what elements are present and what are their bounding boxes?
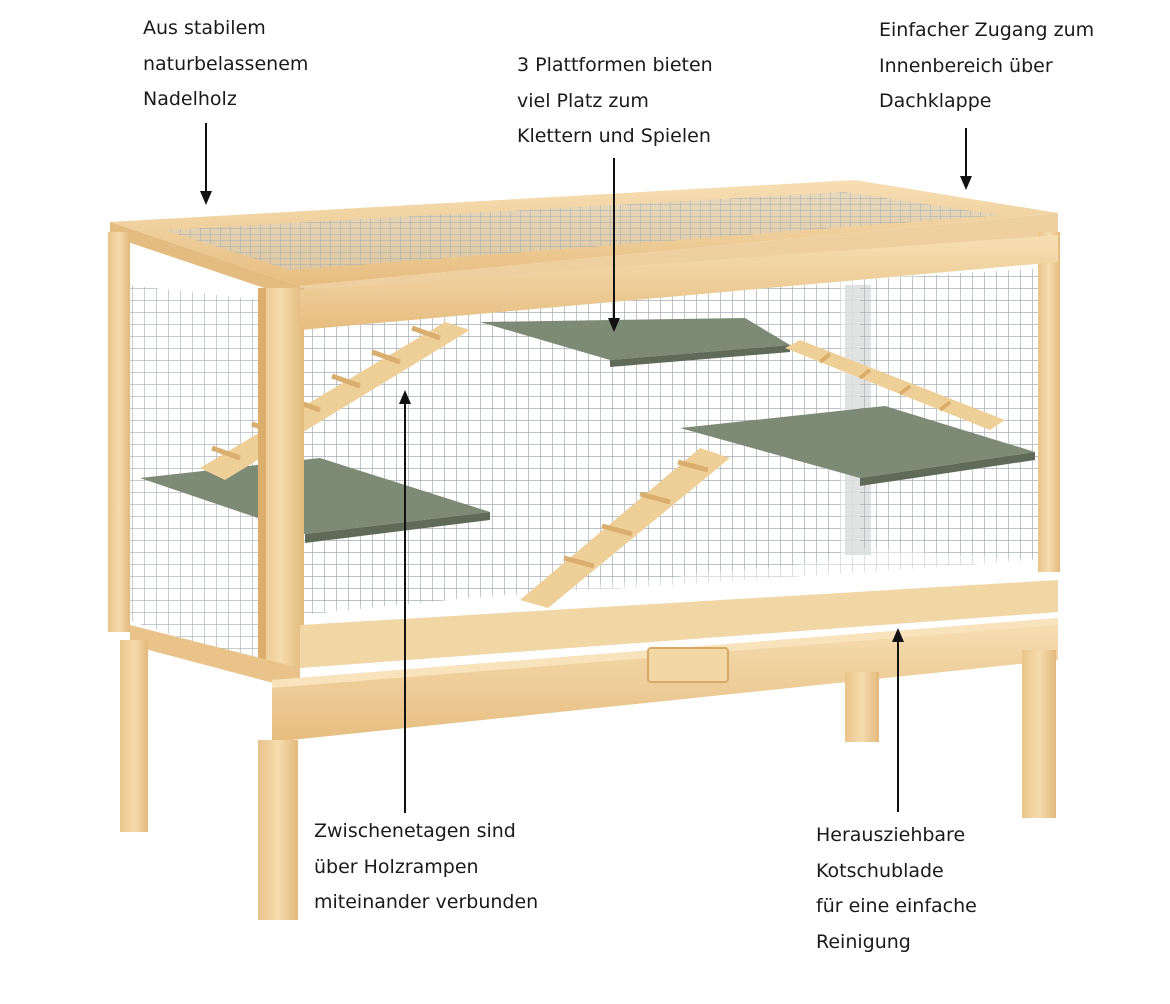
callout-ramps-line-1: Zwischenetagen sind <box>314 820 516 842</box>
drawer <box>272 618 1058 742</box>
front-mesh <box>300 285 840 615</box>
callout-platforms-line-2: viel Platz zum <box>517 89 649 112</box>
platform-right <box>680 406 1035 486</box>
callout-arrows <box>200 123 972 813</box>
arrow-ramps <box>399 390 411 813</box>
callout-drawer-line-4: Reinigung <box>816 930 911 953</box>
callout-material: Aus stabilem naturbelassenem Nadelholz <box>143 11 308 118</box>
ramp-right <box>785 340 1005 430</box>
callout-platforms: 3 Plattformen bieten viel Platz zum Klet… <box>517 48 713 155</box>
callout-ramps-line-2: über Holzrampen <box>314 855 479 878</box>
legs <box>120 640 1056 920</box>
callout-ramps-line-3: miteinander verbunden <box>314 891 539 913</box>
front-left-post <box>258 288 304 668</box>
back-left-post <box>108 232 130 632</box>
front-right-post <box>1038 232 1060 572</box>
callout-drawer-line-3: für eine einfache <box>816 895 977 917</box>
arrow-platforms <box>608 158 620 332</box>
callout-drawer-line-1: Herausziehbare <box>816 824 966 846</box>
callout-platforms-line-3: Klettern und Spielen <box>517 125 711 147</box>
callout-platforms-line-1: 3 Plattformen bieten <box>517 54 713 76</box>
arrow-access <box>960 128 972 190</box>
callout-material-line-3: Nadelholz <box>143 88 237 110</box>
callout-material-line-2: naturbelassenem <box>143 52 309 75</box>
callout-drawer-line-2: Kotschublade <box>816 859 944 882</box>
ramp-center <box>520 448 730 608</box>
callout-access: Einfacher Zugang zum Innenbereich über D… <box>879 13 1094 120</box>
callout-ramps: Zwischenetagen sind über Holzrampen mite… <box>314 814 538 921</box>
callout-access-line-1: Einfacher Zugang zum <box>879 19 1095 41</box>
top-front-rail <box>300 235 1058 330</box>
arrow-material <box>200 123 212 205</box>
callout-access-line-3: Dachklappe <box>879 90 992 112</box>
callout-material-line-1: Aus stabilem <box>143 17 266 39</box>
callout-access-line-2: Innenbereich über <box>879 54 1053 77</box>
callout-drawer: Herausziehbare Kotschublade für eine ein… <box>816 818 977 960</box>
drawer-handle <box>647 647 729 683</box>
platform-top <box>480 318 790 367</box>
base-frame <box>130 580 1058 690</box>
arrow-drawer <box>892 628 904 812</box>
